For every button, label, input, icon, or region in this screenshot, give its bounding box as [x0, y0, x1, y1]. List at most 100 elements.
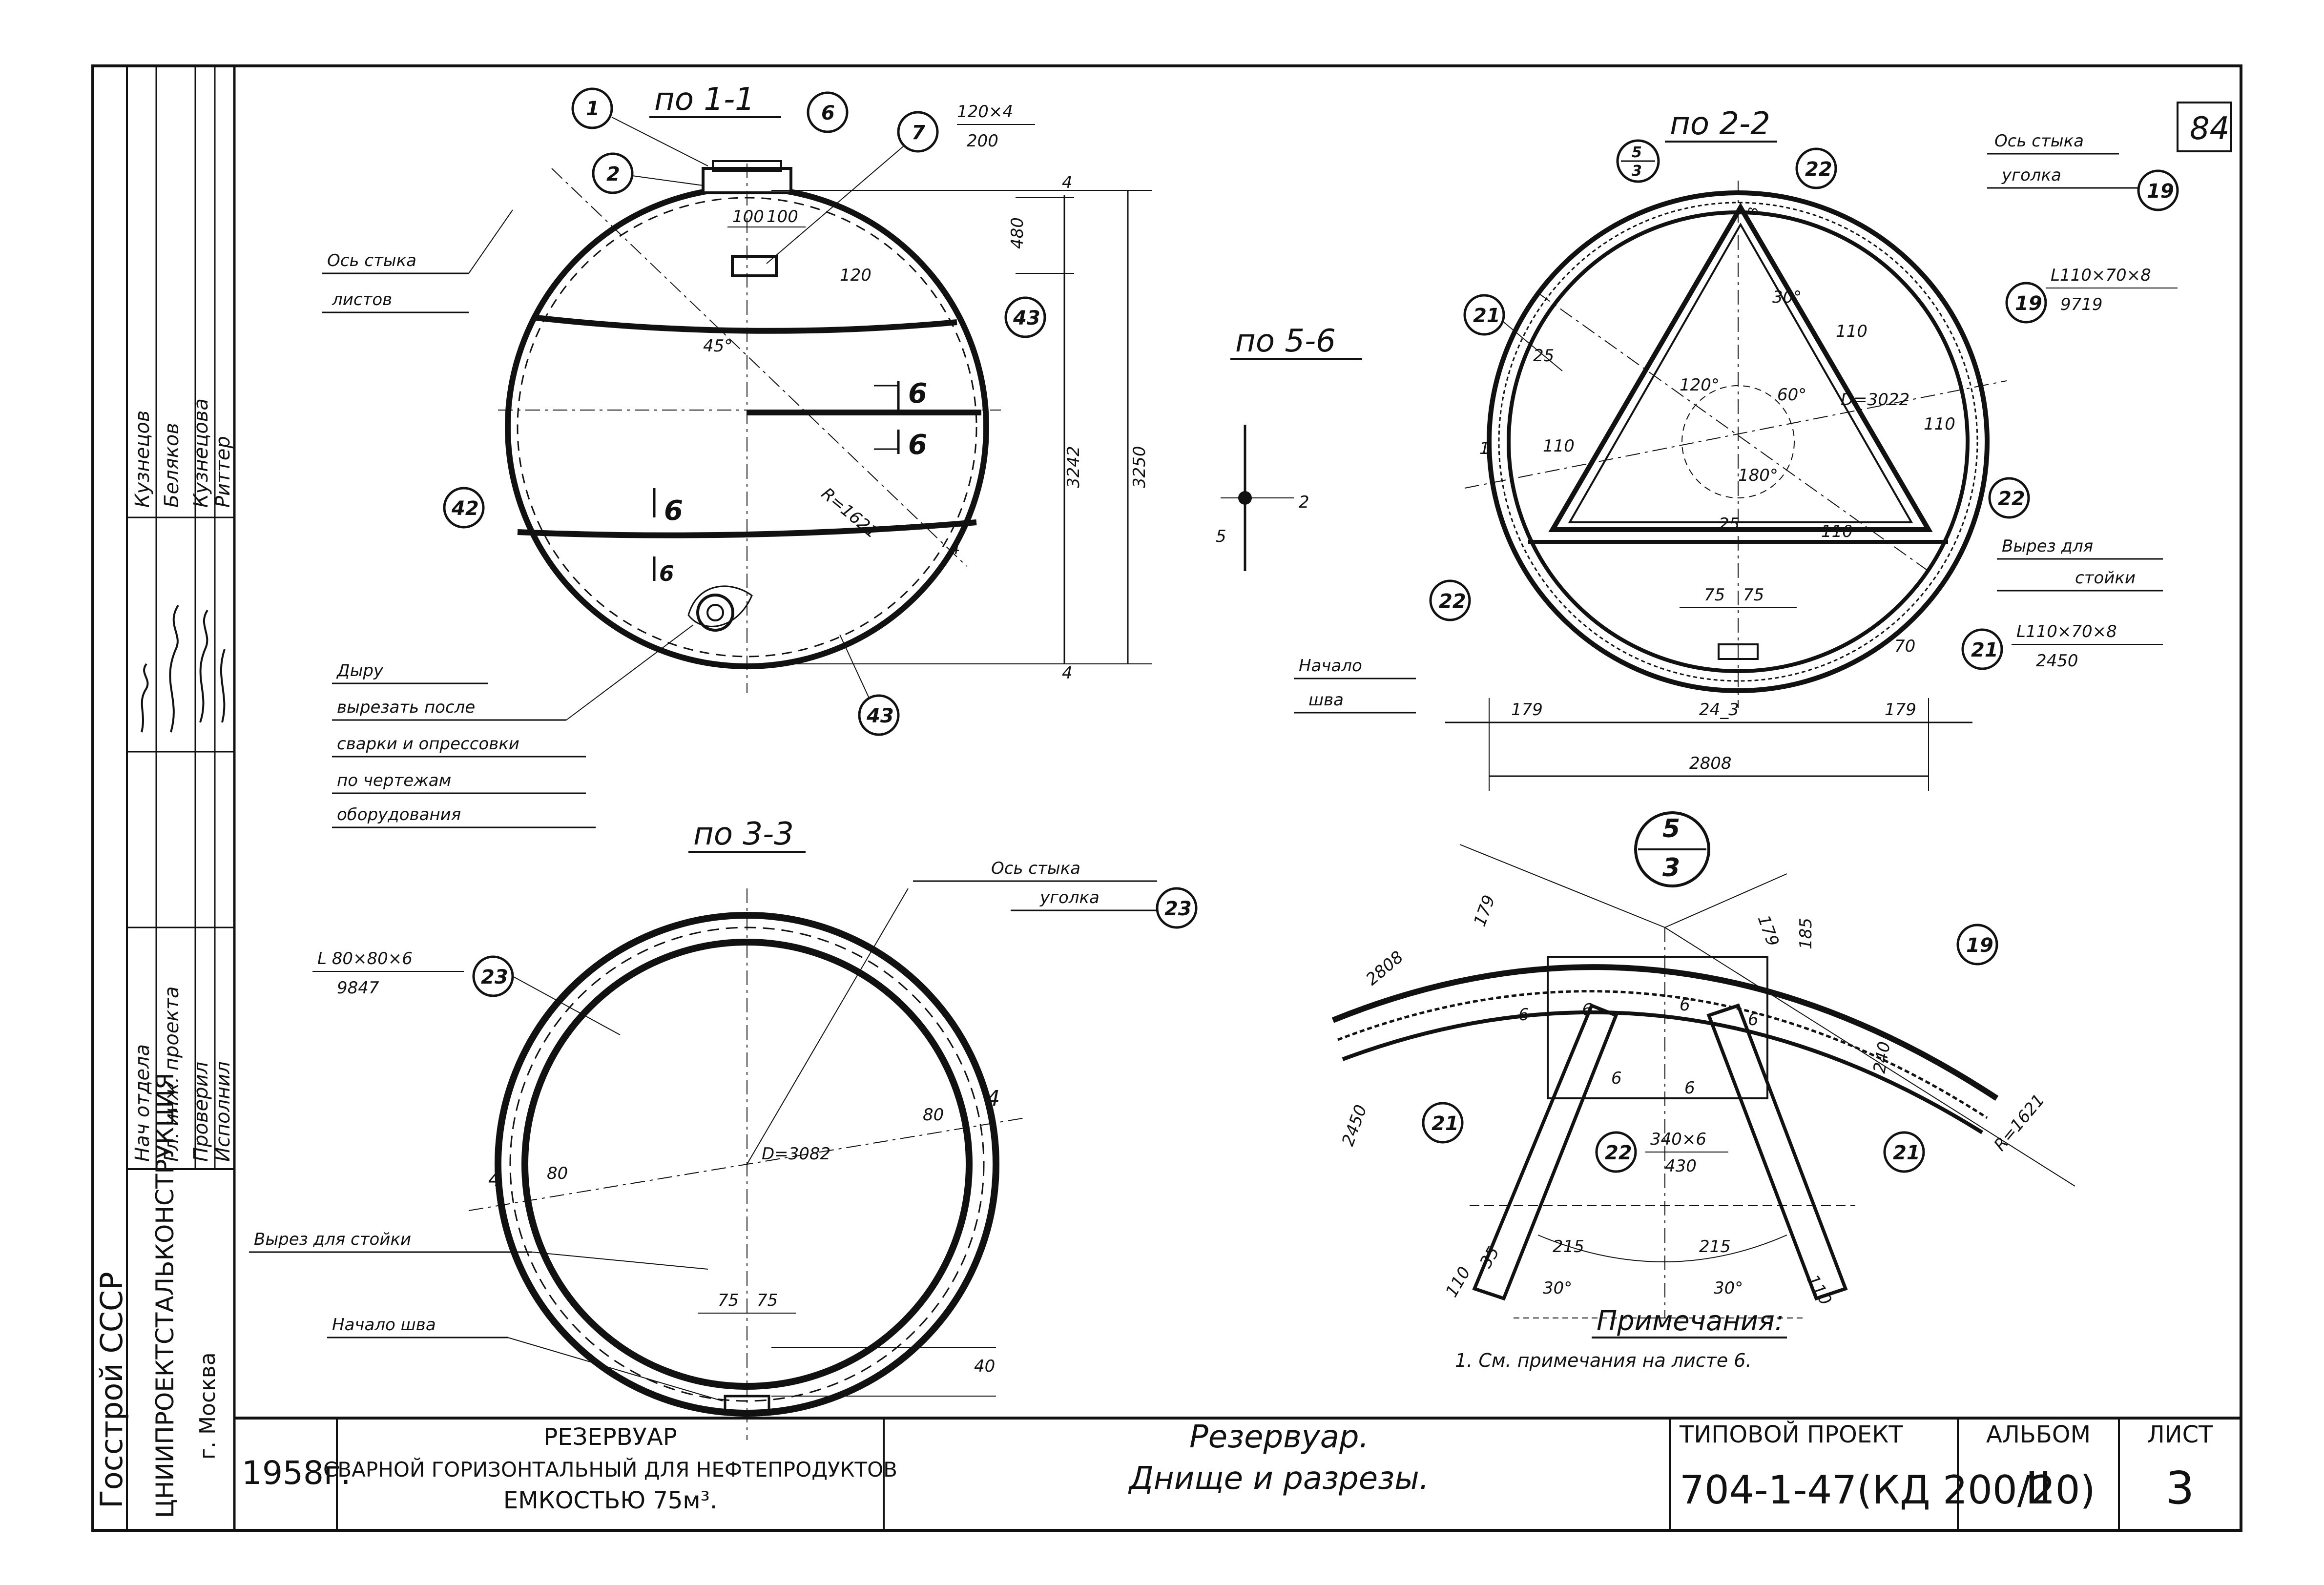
svg-text:75: 75: [757, 1291, 778, 1310]
callout-19c: 19: [1956, 924, 1998, 966]
svg-text:5: 5: [1662, 814, 1680, 844]
svg-text:4: 4: [1062, 173, 1073, 192]
svg-text:6: 6: [1680, 995, 1690, 1015]
svg-text:100: 100: [732, 207, 764, 226]
svg-text:вырезать после: вырезать после: [337, 698, 475, 717]
stamp-object-3: ЕМКОСТЬЮ 75м³.: [503, 1487, 717, 1514]
svg-text:24_3: 24_3: [1699, 700, 1739, 720]
svg-text:шва: шва: [1308, 690, 1344, 710]
stamp-object-2: СВАРНОЙ ГОРИЗОНТАЛЬНЫЙ ДЛЯ НЕФТЕПРОДУКТО…: [323, 1457, 897, 1482]
svg-text:110: 110: [1442, 1263, 1474, 1300]
svg-text:Ось стыка: Ось стыка: [1994, 131, 2084, 151]
notes: Примечания: 1. См. примечания на листе 6…: [1455, 1305, 1787, 1371]
svg-text:120°: 120°: [1680, 375, 1720, 395]
detail-5-3: 5 3 2808 179 179 185 2450 240 215 215 30…: [1331, 811, 2075, 1318]
view-1-1: по 1-1 3250 3242 480 4 4 100 100: [322, 82, 1152, 828]
svg-text:9719: 9719: [2060, 295, 2103, 314]
svg-text:Ось стыка: Ось стыка: [991, 859, 1080, 878]
svg-text:42: 42: [451, 497, 479, 520]
stamp-sheet-value: 3: [2166, 1462, 2195, 1514]
svg-text:23: 23: [481, 966, 508, 988]
callout-43b: 43: [839, 634, 900, 736]
svg-text:19: 19: [1966, 934, 1993, 957]
side-org-block: Госстрой СССР ЦНИИПРОЕКТСТАЛЬКОНСТРУКЦИЯ…: [94, 1073, 220, 1519]
svg-text:2450: 2450: [2036, 651, 2078, 671]
svg-text:2808: 2808: [1689, 754, 1732, 773]
svg-text:21: 21: [1971, 639, 1998, 661]
stamp-sheet-label: ЛИСТ: [2147, 1421, 2214, 1448]
svg-text:30°: 30°: [1543, 1278, 1572, 1298]
svg-text:179: 179: [1511, 700, 1543, 720]
svg-text:23: 23: [1164, 898, 1192, 920]
view-5-6: по 5-6 2 5: [1216, 323, 1362, 571]
svg-text:Вырез для стойки: Вырез для стойки: [254, 1230, 411, 1249]
svg-text:5: 5: [1632, 144, 1642, 161]
svg-text:6: 6: [1684, 1078, 1695, 1098]
svg-text:Гл. инж. проекта: Гл. инж. проекта: [161, 987, 183, 1162]
sheet-frame: [91, 64, 2242, 1532]
svg-text:21: 21: [1893, 1142, 1920, 1164]
callout-22a: 22: [1795, 147, 1837, 189]
callout-19a: 19: [2137, 169, 2179, 211]
svg-text:Нач отдела: Нач отдела: [131, 1044, 154, 1162]
svg-text:40: 40: [974, 1357, 995, 1376]
notes-title: Примечания:: [1597, 1305, 1784, 1337]
callout-21c: 21: [1422, 1102, 1464, 1144]
svg-text:22: 22: [1439, 590, 1466, 613]
svg-text:19: 19: [2015, 292, 2042, 315]
svg-text:30°: 30°: [1714, 1278, 1743, 1298]
signatures: [141, 604, 226, 733]
view-2-2: по 2-2 2808 179 24_3 179 3 25 25 30° 120…: [1294, 106, 2179, 791]
svg-text:25: 25: [1719, 515, 1740, 534]
svg-text:6: 6: [1582, 1000, 1593, 1020]
callout-6: 6: [807, 91, 849, 133]
svg-text:Дыру: Дыру: [336, 661, 384, 680]
svg-text:21: 21: [1473, 305, 1500, 327]
svg-text:Вырез для: Вырез для: [2002, 536, 2093, 556]
svg-text:75: 75: [718, 1291, 739, 1310]
svg-text:179: 179: [1885, 700, 1916, 720]
svg-text:7: 7: [912, 122, 925, 144]
svg-text:185: 185: [1796, 918, 1816, 949]
section-title-22: по 2-2: [1670, 106, 1770, 142]
callout-43a: 43: [1004, 296, 1046, 338]
svg-text:75: 75: [1704, 585, 1725, 605]
view-3-3: по 3-3 D=3082 80 80 4 4 75 75 40 23 23 О…: [249, 816, 1198, 1440]
svg-text:4: 4: [986, 1086, 1000, 1111]
svg-text:3242: 3242: [1064, 446, 1083, 488]
svg-text:3: 3: [1662, 853, 1680, 883]
stamp-sheet-title-1: Резервуар.: [1189, 1419, 1369, 1455]
svg-text:110: 110: [1543, 436, 1575, 456]
callout-42: 42: [443, 487, 485, 529]
section-title-33: по 3-3: [693, 816, 794, 852]
svg-text:21: 21: [1432, 1112, 1459, 1135]
note-1: 1. См. примечания на листе 6.: [1455, 1350, 1752, 1371]
svg-text:3250: 3250: [1130, 446, 1149, 488]
svg-text:22: 22: [1998, 488, 2025, 510]
svg-text:уголка: уголка: [2001, 165, 2061, 185]
callout-21b: 21: [1961, 628, 2003, 670]
svg-text:2: 2: [1299, 493, 1309, 512]
org-tsniipsk: ЦНИИПРОЕКТСТАЛЬКОНСТРУКЦИЯ: [151, 1073, 179, 1519]
svg-text:6: 6: [908, 378, 927, 410]
svg-text:75: 75: [1743, 585, 1764, 605]
svg-text:L110×70×8: L110×70×8: [2016, 622, 2117, 641]
svg-text:60°: 60°: [1777, 385, 1806, 405]
stamp-sheet-title-2: Днище и разрезы.: [1128, 1461, 1429, 1497]
svg-text:Начало шва: Начало шва: [332, 1315, 436, 1335]
callout-21a: 21: [1463, 294, 1563, 371]
svg-text:6: 6: [664, 495, 683, 527]
svg-text:215: 215: [1699, 1237, 1731, 1256]
callout-22c: 22: [1429, 579, 1471, 621]
callout-23a: 23: [472, 955, 621, 1035]
svg-text:180°: 180°: [1738, 466, 1778, 485]
svg-text:200: 200: [967, 131, 998, 151]
stamp-year: 1958г.: [242, 1454, 351, 1492]
svg-text:листов: листов: [332, 290, 392, 309]
svg-text:80: 80: [547, 1164, 568, 1183]
svg-text:стойки: стойки: [2075, 568, 2136, 588]
callout-19b: 19: [2005, 282, 2047, 324]
svg-text:179: 179: [1470, 892, 1499, 929]
svg-text:70: 70: [1894, 637, 1915, 656]
